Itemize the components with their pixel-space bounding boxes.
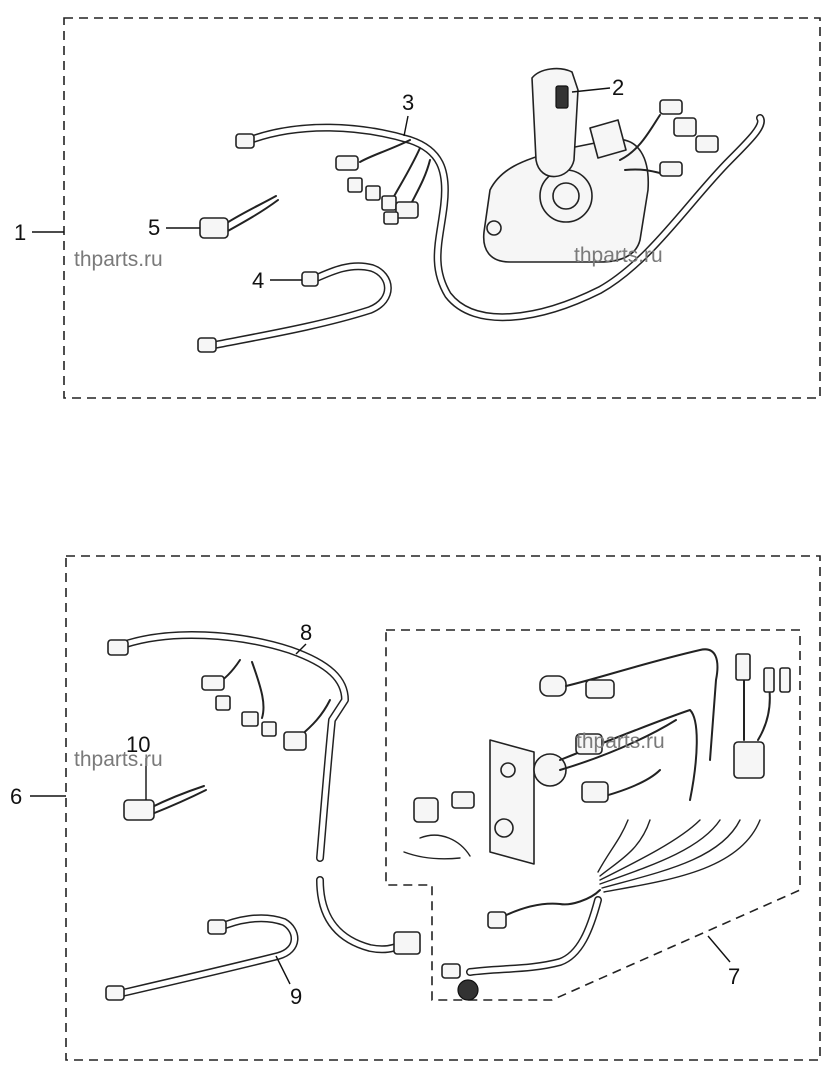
- callout-6: 6: [10, 784, 66, 809]
- part-2-remote-control-box: [482, 67, 719, 263]
- watermark-text: thparts.ru: [74, 748, 163, 771]
- callout-2-label: 2: [612, 75, 624, 100]
- callout-9-label: 9: [290, 984, 302, 1009]
- callout-8: 8: [295, 620, 312, 655]
- callout-5: 5: [148, 215, 200, 240]
- group-1-frame: [63, 17, 821, 399]
- callout-4-label: 4: [252, 268, 264, 293]
- part-5-lead-wire: [199, 195, 279, 239]
- callout-3-label: 3: [402, 90, 414, 115]
- callout-1-label: 1: [14, 220, 26, 245]
- part-10-lead-wire: [123, 785, 207, 821]
- callout-10-label: 10: [126, 732, 150, 757]
- callout-5-label: 5: [148, 215, 160, 240]
- group-6-frame: [65, 555, 821, 1061]
- callout-9: 9: [275, 955, 302, 1009]
- watermark-text: thparts.ru: [574, 244, 663, 267]
- callout-4: 4: [252, 268, 302, 293]
- part-7-switch-panel-harness: [403, 648, 791, 1001]
- callout-7: 7: [707, 935, 740, 989]
- callout-2: 2: [571, 75, 624, 100]
- group-7-frame: [385, 629, 801, 1001]
- part-3-main-harness: [235, 114, 765, 322]
- watermark-text: thparts.ru: [74, 248, 163, 271]
- callout-8-label: 8: [300, 620, 312, 645]
- callout-7-label: 7: [728, 964, 740, 989]
- callout-3: 3: [402, 90, 414, 137]
- watermarks: thparts.ru thparts.ru thparts.ru thparts…: [74, 244, 665, 771]
- callout-1: 1: [14, 220, 64, 245]
- part-4-lead-cable: [197, 262, 392, 353]
- part-8-extension: [316, 876, 421, 955]
- callout-10: 10: [126, 732, 150, 800]
- callout-6-label: 6: [10, 784, 22, 809]
- watermark-text: thparts.ru: [576, 730, 665, 753]
- part-8-main-harness: [107, 630, 349, 862]
- part-9-lead-cable: [105, 914, 299, 1001]
